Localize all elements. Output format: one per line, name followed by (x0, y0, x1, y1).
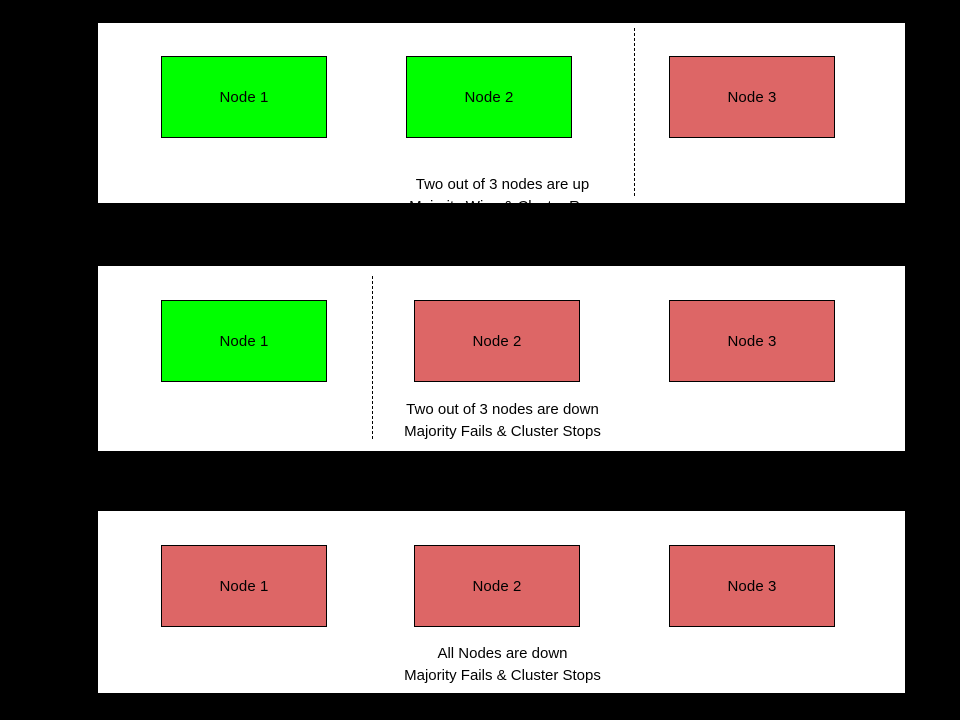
node-label: Node 3 (727, 88, 777, 106)
node-label: Node 3 (727, 332, 777, 350)
panel-caption: All Nodes are down Majority Fails & Clus… (98, 643, 907, 687)
node-label: Node 3 (727, 577, 777, 595)
node-label: Node 2 (464, 88, 514, 106)
node-box-3[interactable]: Node 3 (669, 300, 835, 382)
caption-line-1: Two out of 3 nodes are up (415, 176, 590, 193)
node-label: Node 2 (472, 332, 522, 350)
node-box-3[interactable]: Node 3 (669, 545, 835, 627)
node-label: Node 1 (219, 577, 269, 595)
quorum-divider-line (634, 28, 635, 196)
panel-caption: Two out of 3 nodes are up , Majority Win… (98, 174, 907, 218)
panel-caption: Two out of 3 nodes are down Majority Fai… (98, 399, 907, 443)
node-box-2[interactable]: Node 2 (414, 300, 580, 382)
node-label: Node 1 (219, 88, 269, 106)
caption-line-1: All Nodes are down (437, 645, 568, 662)
caption-line-2: Majority Fails & Cluster Stops (404, 667, 601, 684)
node-box-2[interactable]: Node 2 (406, 56, 572, 138)
node-box-2[interactable]: Node 2 (414, 545, 580, 627)
node-box-1[interactable]: Node 1 (161, 56, 327, 138)
caption-line-2: , Majority Wins & Cluster Runs (400, 198, 605, 215)
node-box-1[interactable]: Node 1 (161, 545, 327, 627)
node-box-3[interactable]: Node 3 (669, 56, 835, 138)
scenario-panel-two-down: Node 1 Node 2 Node 3 Two out of 3 nodes … (97, 265, 906, 452)
caption-line-2: Majority Fails & Cluster Stops (404, 423, 601, 440)
quorum-divider-line (372, 276, 373, 439)
caption-line-1: Two out of 3 nodes are down (406, 401, 599, 418)
node-box-1[interactable]: Node 1 (161, 300, 327, 382)
scenario-panel-all-down: Node 1 Node 2 Node 3 All Nodes are down … (97, 510, 906, 694)
node-label: Node 2 (472, 577, 522, 595)
node-label: Node 1 (219, 332, 269, 350)
scenario-panel-two-up: Node 1 Node 2 Node 3 Two out of 3 nodes … (97, 22, 906, 215)
